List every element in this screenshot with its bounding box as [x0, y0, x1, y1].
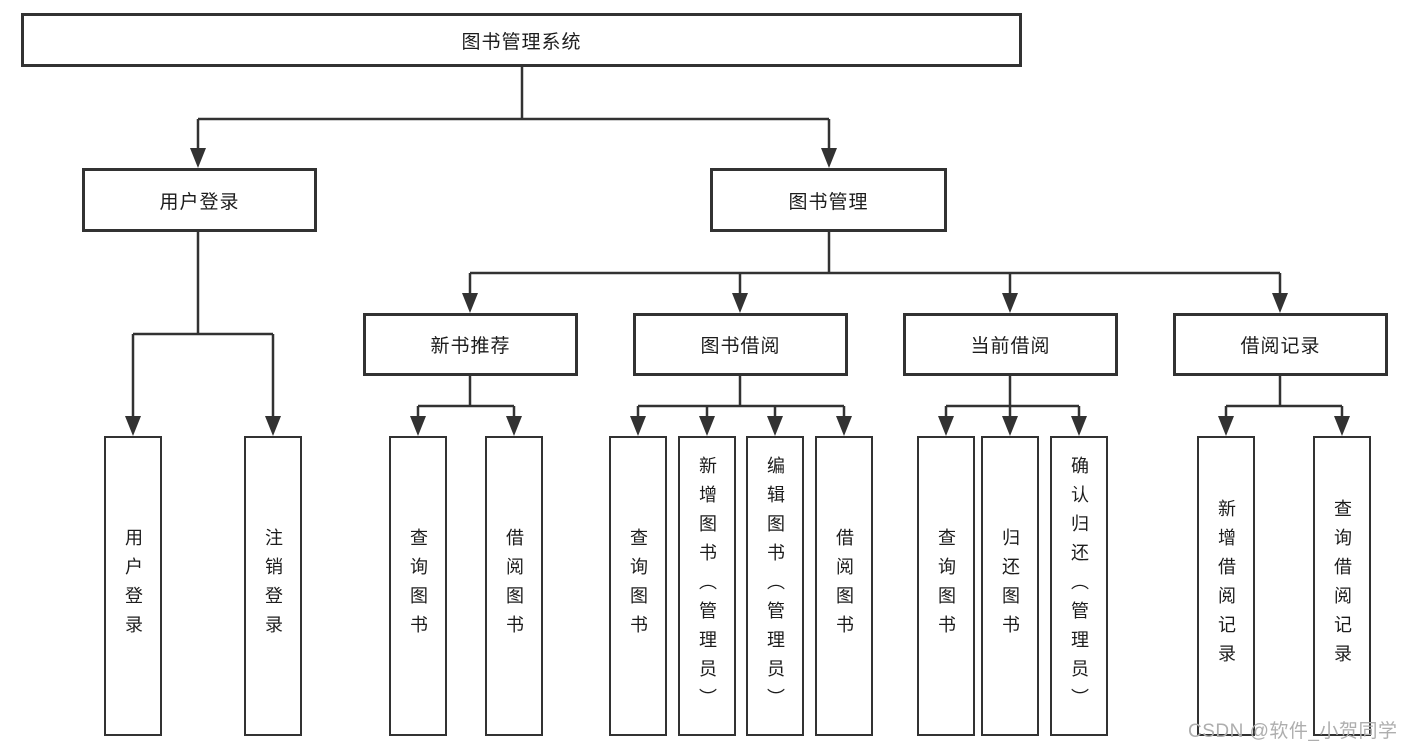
tree-edges	[131, 67, 1344, 418]
leaf-borrow-books: 借阅图书	[815, 436, 873, 736]
node-user-login: 用户登录	[82, 168, 317, 232]
csdn-watermark: CSDN @软件_小贺同学	[1188, 721, 1398, 742]
node-new-book-recommend: 新书推荐	[363, 313, 578, 376]
leaf-logout: 注销登录	[244, 436, 302, 736]
leaf-edit-books-admin: 编辑图书（管理员）	[746, 436, 804, 736]
node-book-management: 图书管理	[710, 168, 947, 232]
leaf-confirm-return-admin: 确认归还（管理员）	[1050, 436, 1108, 736]
leaf-add-borrow-record: 新增借阅记录	[1197, 436, 1255, 736]
leaf-query-books-borrow: 查询图书	[609, 436, 667, 736]
leaf-user-login: 用户登录	[104, 436, 162, 736]
node-borrow-records: 借阅记录	[1173, 313, 1388, 376]
leaf-query-books-current: 查询图书	[917, 436, 975, 736]
leaf-borrow-books-recommend: 借阅图书	[485, 436, 543, 736]
leaf-return-books: 归还图书	[981, 436, 1039, 736]
leaf-query-borrow-record: 查询借阅记录	[1313, 436, 1371, 736]
node-current-borrow: 当前借阅	[903, 313, 1118, 376]
leaf-add-books-admin: 新增图书（管理员）	[678, 436, 736, 736]
node-root: 图书管理系统	[21, 13, 1022, 67]
leaf-query-books-recommend: 查询图书	[389, 436, 447, 736]
node-book-borrow: 图书借阅	[633, 313, 848, 376]
